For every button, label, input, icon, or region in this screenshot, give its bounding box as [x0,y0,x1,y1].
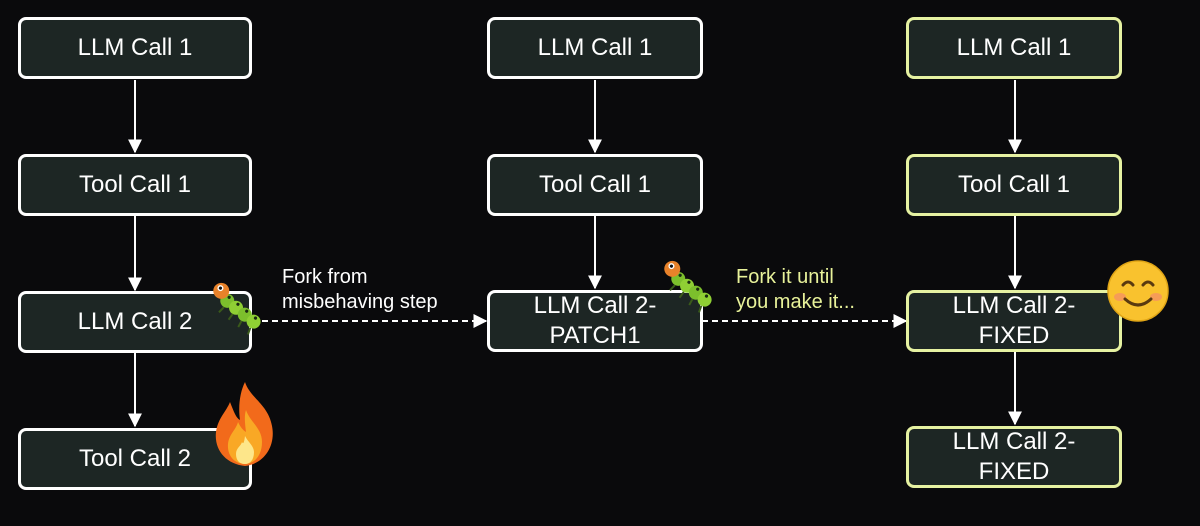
fork-annotation-1-line2: misbehaving step [282,291,438,313]
col3-llm-call-1: LLM Call 1 [906,17,1122,79]
col3-tool-call-1: Tool Call 1 [906,154,1122,216]
fork-annotation-2-line2: you make it... [736,291,855,313]
node-label: LLM Call 2 [77,308,193,335]
col2-tool-call-1: Tool Call 1 [487,154,703,216]
node-label-line2: FIXED [978,322,1050,349]
bug-icon [213,282,261,335]
col3-llm-call-2-fixed-final: LLM Call 2- FIXED [906,426,1122,488]
col1-tool-call-1: Tool Call 1 [18,154,252,216]
col3-llm-call-2-fixed: LLM Call 2- FIXED [906,290,1122,352]
node-label-line2: FIXED [978,458,1050,485]
node-label-line2: PATCH1 [549,322,641,349]
node-label: LLM Call 1 [77,34,193,61]
node-label: Tool Call 1 [78,171,192,198]
col1-llm-call-1: LLM Call 1 [18,17,252,79]
fork-annotation-1-line1: Fork from [282,266,368,288]
node-label-line1: LLM Call 2- [952,428,1076,455]
fork-annotation-2: Fork it until you make it... [736,265,855,315]
col2-llm-call-1: LLM Call 1 [487,17,703,79]
fire-icon [215,382,273,466]
node-label: Tool Call 1 [957,171,1071,198]
col1-tool-call-2: Tool Call 2 [18,428,252,490]
smiley-icon [1107,260,1169,322]
node-label: Tool Call 1 [538,171,652,198]
node-label: Tool Call 2 [78,445,192,472]
col1-llm-call-2: LLM Call 2 [18,291,252,353]
node-label: LLM Call 1 [537,34,653,61]
fork-annotation-1: Fork from misbehaving step [282,265,438,315]
node-label: LLM Call 1 [956,34,1072,61]
col2-llm-call-2-patch1: LLM Call 2- PATCH1 [487,290,703,352]
node-label-line1: LLM Call 2- [952,292,1076,319]
fork-annotation-2-line1: Fork it until [736,266,834,288]
node-label-line1: LLM Call 2- [533,292,657,319]
bug-icon [664,260,712,313]
